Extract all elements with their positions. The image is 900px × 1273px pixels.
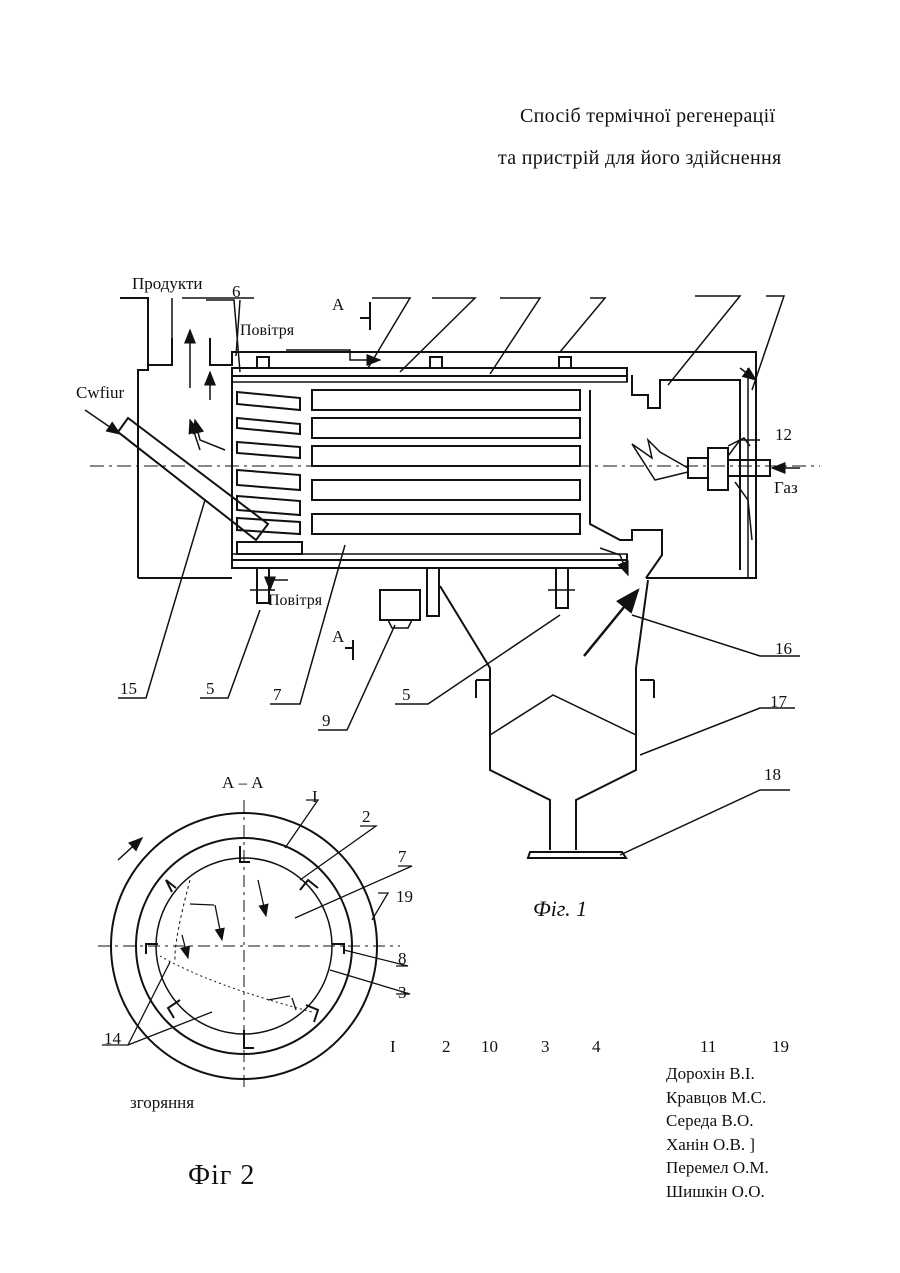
label-9: 9 [322, 711, 331, 730]
burner [708, 448, 728, 490]
author: Перемел О.М. [666, 1156, 769, 1180]
bottom-number-10: 10 [481, 1037, 498, 1057]
flame [632, 440, 688, 480]
label-7: 7 [273, 685, 282, 704]
label-air-top: Повітря [240, 322, 295, 339]
figure-1-caption: Фіг. 1 [533, 896, 587, 921]
authors-list: Дорохін В.І. Кравцов М.С. Середа В.О. Ха… [666, 1062, 769, 1203]
drive-motor [380, 590, 420, 620]
fig2-label-7: 7 [398, 847, 407, 866]
middle-ring [136, 838, 352, 1054]
fig2-label-2: 2 [362, 807, 371, 826]
fig2-label-8: 8 [398, 949, 407, 968]
section-aa-title: А – А [222, 773, 264, 792]
roller-support-right [556, 568, 568, 608]
author: Середа В.О. [666, 1109, 769, 1133]
author: Кравцов М.С. [666, 1086, 769, 1110]
label-air-bottom: Повітря [268, 592, 323, 609]
section-a-top: А [332, 295, 345, 314]
label-gas: Газ [774, 478, 798, 497]
figure-2 [98, 800, 412, 1090]
roller-support-mid [427, 568, 439, 616]
author: Дорохін В.І. [666, 1062, 769, 1086]
label-6: 6 [232, 282, 241, 301]
feed-chute [118, 418, 268, 540]
label-products: Продукти [132, 274, 203, 293]
author: Шишкін О.О. [666, 1180, 769, 1204]
drum-top-shell [232, 368, 627, 376]
bottom-number-1: І [390, 1037, 396, 1057]
label-12: 12 [775, 425, 792, 444]
label-15: 15 [120, 679, 137, 698]
label-18: 18 [764, 765, 781, 784]
label-5a: 5 [206, 679, 215, 698]
bottom-number-19: 19 [772, 1037, 789, 1057]
label-5b: 5 [402, 685, 411, 704]
bottom-number-11: 11 [700, 1037, 716, 1057]
label-17: 17 [770, 692, 788, 711]
fig2-label-3: 3 [398, 983, 407, 1002]
bottom-number-3: 3 [541, 1037, 550, 1057]
author: Ханін О.В. ] [666, 1133, 769, 1157]
discharge-hopper [440, 586, 550, 850]
label-cwfiur: Cwfiur [76, 383, 125, 402]
label-16: 16 [775, 639, 792, 658]
fig2-label-19: 19 [396, 887, 413, 906]
figure-2-caption: Фіг 2 [188, 1160, 255, 1192]
bottom-number-4: 4 [592, 1037, 601, 1057]
fig2-label-14: 14 [104, 1029, 122, 1048]
outlet-valve [528, 852, 626, 858]
drum-bottom-shell [232, 560, 627, 568]
fig2-label-1: І [312, 787, 318, 806]
bottom-number-2: 2 [442, 1037, 451, 1057]
section-a-bottom: А [332, 627, 345, 646]
figure-1 [90, 296, 820, 858]
combustion-label: згоряння [130, 1093, 194, 1113]
